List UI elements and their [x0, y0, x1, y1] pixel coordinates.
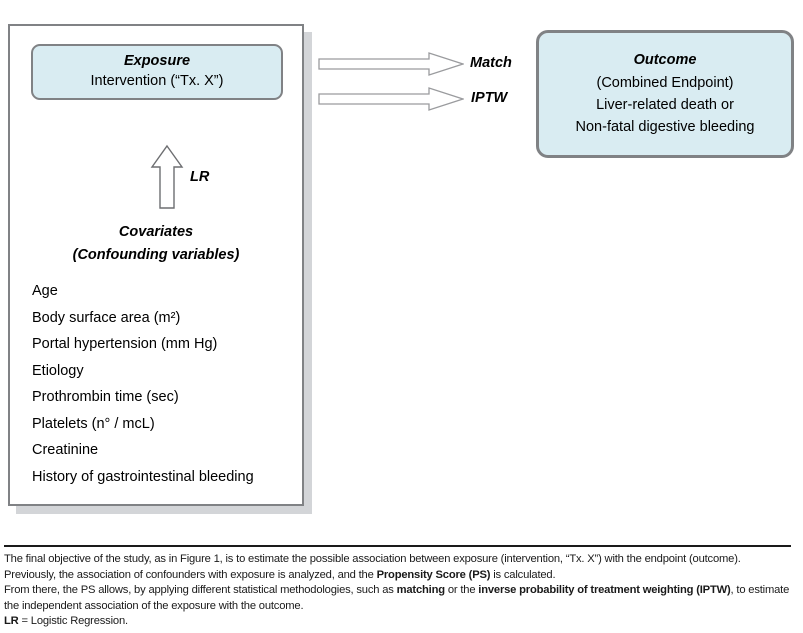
caption-line-2-text-c: is calculated.	[490, 568, 556, 581]
covariates-heading: Covariates (Confounding variables)	[10, 221, 302, 267]
list-item: Portal hypertension (mm Hg)	[32, 336, 218, 352]
exposure-box-title: Exposure	[123, 52, 191, 69]
caption-lr-definition: = Logistic Regression.	[18, 615, 128, 627]
caption-line-2-text-a: Previously, the association of confounde…	[4, 568, 377, 581]
caption-lr-abbrev: LR	[4, 615, 19, 627]
caption-line-3-text-c: or the	[444, 584, 479, 596]
outcome-box-line1: (Combined Endpoint)	[596, 74, 734, 91]
covariates-heading-line1: Covariates	[118, 224, 194, 240]
caption-line-3: From there, the PS allows, by applying d…	[4, 583, 799, 614]
list-item: History of gastrointestinal bleeding	[32, 468, 254, 485]
caption-line-3-text-a: From there, the PS allows, by applying d…	[4, 584, 397, 596]
caption-divider	[4, 545, 791, 547]
list-item: Etiology	[32, 362, 84, 379]
caption-line-1: The final objective of the study, as in …	[4, 552, 799, 568]
list-item: Platelets (n° / mcL)	[32, 415, 155, 432]
outcome-box-line2: Liver-related death or	[596, 97, 734, 113]
figure-area: Exposure Intervention (“Tx. X”) LR Covar…	[8, 24, 794, 506]
outcome-box-title: Outcome	[633, 52, 697, 69]
list-item: Body surface area (m²)	[32, 309, 181, 326]
exposure-box-line: Intervention (“Tx. X”)	[90, 73, 224, 90]
covariates-heading-line2: (Confounding variables)	[72, 247, 240, 264]
outcome-box: Outcome (Combined Endpoint) Liver-relate…	[536, 30, 794, 158]
iptw-right-arrow-icon	[318, 87, 466, 111]
caption-line-1-text: The final objective of the study, as in …	[4, 553, 741, 565]
caption-matching-term: matching	[396, 584, 445, 596]
list-item: Age	[32, 283, 58, 299]
caption-propensity-score-term: Propensity Score (PS)	[376, 568, 491, 581]
caption-line-4: LR = Logistic Regression.	[4, 614, 799, 630]
match-label: Match	[470, 55, 512, 71]
iptw-label: IPTW	[471, 90, 508, 106]
caption-iptw-term: inverse probability of treatment weighti…	[478, 584, 731, 596]
covariates-list: Age Body surface area (m²) Portal hypert…	[32, 284, 297, 496]
lr-arrow-label: LR	[190, 169, 210, 185]
match-right-arrow-icon	[318, 52, 466, 76]
list-item: Prothrombin time (sec)	[32, 389, 179, 405]
figure-caption: The final objective of the study, as in …	[4, 552, 799, 630]
outcome-box-line3: Non-fatal digestive bleeding	[575, 119, 755, 136]
caption-line-2: Previously, the association of confounde…	[4, 568, 799, 584]
exposure-box: Exposure Intervention (“Tx. X”)	[31, 44, 283, 100]
list-item: Creatinine	[32, 442, 99, 458]
caption-line-3-text-e: , to estimate the independent associatio…	[4, 584, 790, 612]
exposure-covariates-panel: Exposure Intervention (“Tx. X”) LR Covar…	[8, 24, 304, 506]
lr-up-arrow-icon	[150, 144, 184, 210]
